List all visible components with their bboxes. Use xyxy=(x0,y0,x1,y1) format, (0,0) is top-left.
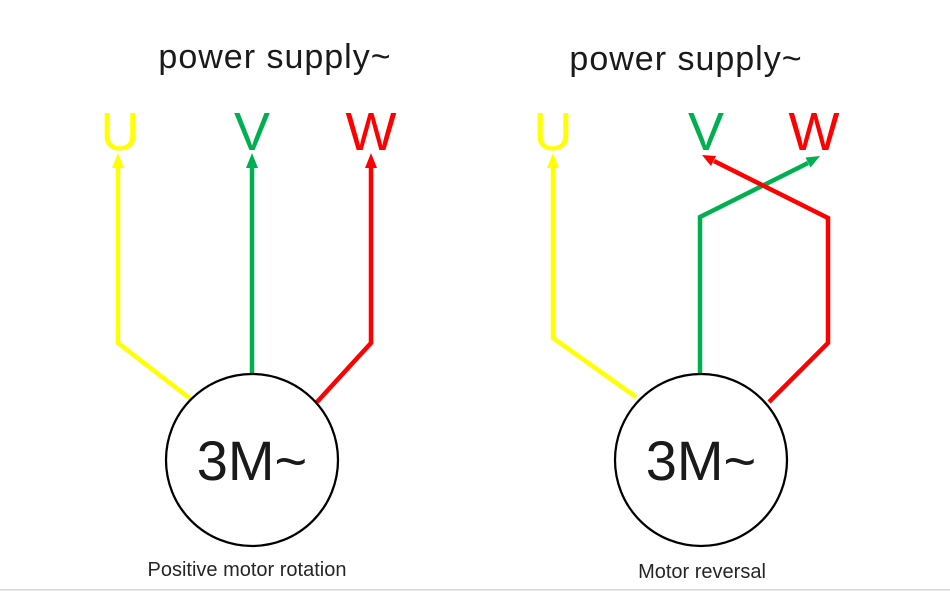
bottom-divider xyxy=(0,589,950,591)
power-supply-title-left: power supply~ xyxy=(158,38,391,76)
arrowhead-u-left xyxy=(112,153,124,168)
arrowhead-v-left xyxy=(246,153,258,168)
phase-label-u-left: U xyxy=(101,102,140,162)
motor-circle-left xyxy=(164,372,340,548)
phase-wire-u-right xyxy=(550,164,638,399)
phase-label-v-right: V xyxy=(688,102,724,162)
motor-label-left: 3M~ xyxy=(197,429,308,492)
arrowhead-u-right xyxy=(547,153,559,168)
phase-wire-v-crossed-right xyxy=(697,160,810,376)
arrowhead-v-crossed-right xyxy=(805,156,820,168)
arrowhead-w-crossed-right xyxy=(702,155,716,166)
phase-label-w-right: W xyxy=(789,102,840,162)
phase-wire-u-left xyxy=(115,164,194,402)
phase-label-w-left: W xyxy=(346,102,397,162)
phase-label-u-right: U xyxy=(534,102,573,162)
caption-right: Motor reversal xyxy=(638,561,766,583)
phase-wire-w-crossed-right xyxy=(712,158,831,404)
phase-wire-w-left xyxy=(315,164,374,404)
caption-left: Positive motor rotation xyxy=(148,559,347,581)
phase-label-v-left: V xyxy=(234,102,270,162)
right-wiring-diagram: power supply~ U V W 3M~ Motor reversal xyxy=(534,40,840,583)
left-wiring-diagram: power supply~ U V W 3M~ Positive motor r… xyxy=(101,38,397,581)
motor-circle-right xyxy=(613,372,789,548)
power-supply-title-right: power supply~ xyxy=(569,40,802,78)
motor-label-right: 3M~ xyxy=(646,429,757,492)
arrowhead-w-left xyxy=(365,153,377,168)
